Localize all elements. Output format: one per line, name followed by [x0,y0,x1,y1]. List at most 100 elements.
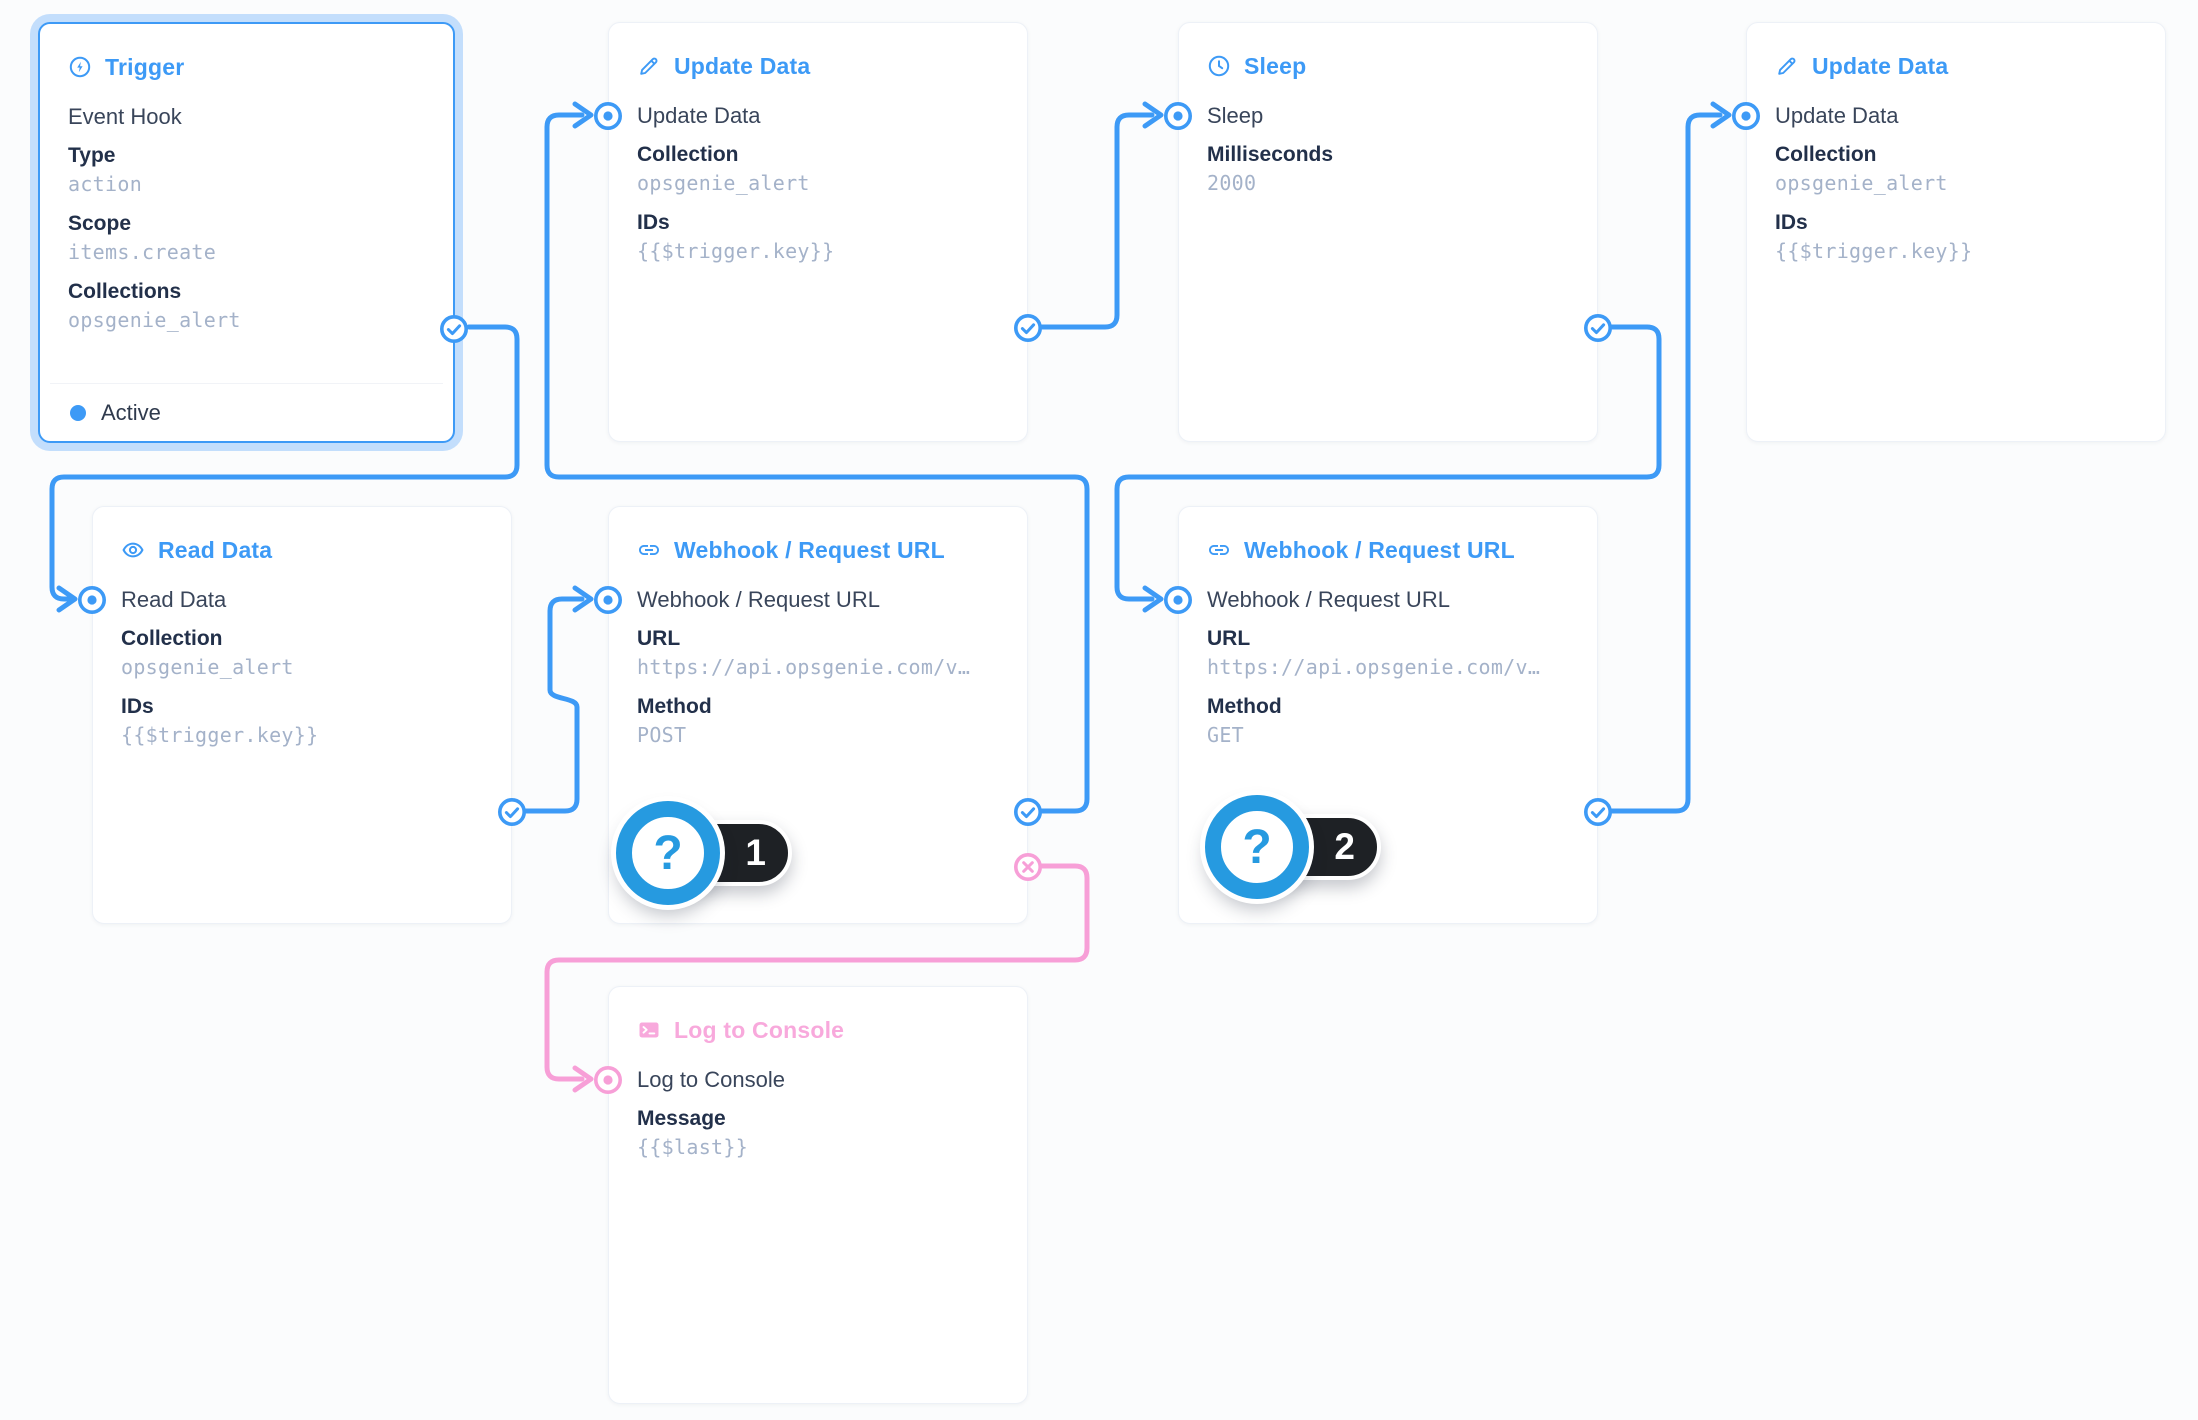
field: Type action [68,143,425,199]
field-label: Milliseconds [1207,143,1334,166]
field-label: IDs [637,211,670,234]
field-value: 2000 [1207,171,1257,195]
field-value: items.create [68,240,217,264]
field: Scope items.create [68,211,425,267]
node-update-data-1[interactable]: Update Data Update Data Collection opsge… [594,22,1042,442]
question-mark-icon[interactable]: ? [616,801,720,905]
field: Collection opsgenie_alert [1775,142,2137,198]
status-label: Active [101,399,161,425]
field-value: POST [637,723,687,747]
node-log-to-console[interactable]: Log to Console Log to Console Message {{… [594,986,1028,1404]
node-title: Webhook / Request URL [637,535,999,565]
field-label: Method [1207,695,1282,718]
node-title-label: Webhook / Request URL [1244,536,1515,563]
field-label: Collections [68,280,182,303]
field-value: https://api.opsgenie.com/v… [1207,655,1541,679]
node-title-label: Log to Console [674,1016,845,1043]
input-port[interactable] [592,1064,624,1096]
node-read-data[interactable]: Read Data Read Data Collection opsgenie_… [78,506,526,924]
resolve-port[interactable] [1012,312,1044,344]
input-port[interactable] [1730,100,1762,132]
node-title-label: Read Data [158,536,273,563]
field-label: Message [637,1107,726,1130]
field: Message {{$last}} [637,1106,999,1162]
field: Collections opsgenie_alert [68,279,425,335]
field: URL https://api.opsgenie.com/v… [637,626,999,682]
node-name: Event Hook [68,104,182,129]
bolt-circle-icon [68,55,92,79]
edge-webhook2-to-update2 [1609,101,1732,814]
field-value: opsgenie_alert [1775,171,1948,195]
pencil-icon [1775,54,1799,78]
question-mark-icon[interactable]: ? [1205,795,1309,899]
field-value: https://api.opsgenie.com/v… [637,655,971,679]
input-port[interactable] [1162,100,1194,132]
field-value: opsgenie_alert [68,308,241,332]
node-update-data-2[interactable]: Update Data Update Data Collection opsge… [1732,22,2166,442]
node-name: Update Data [637,103,761,128]
node-title-label: Update Data [1812,52,1949,79]
field: URL https://api.opsgenie.com/v… [1207,626,1569,682]
node-title: Log to Console [637,1015,999,1045]
node-title-label: Trigger [105,53,185,80]
field: IDs {{$trigger.key}} [121,694,483,750]
reject-port[interactable] [1012,851,1044,883]
terminal-icon [637,1018,661,1042]
field-label: Collection [1775,143,1877,166]
field-value: {{$trigger.key}} [637,239,835,263]
resolve-port[interactable] [438,313,470,345]
field-label: URL [637,627,681,650]
edge-read-data-to-webhook1 [523,585,594,814]
field-value: opsgenie_alert [637,171,810,195]
input-port[interactable] [592,100,624,132]
link-icon [637,538,661,562]
link-icon [1207,538,1231,562]
field: Collection opsgenie_alert [121,626,483,682]
field: Method POST [637,694,999,750]
input-port[interactable] [1162,584,1194,616]
node-name: Webhook / Request URL [637,587,880,612]
field-label: IDs [121,695,154,718]
resolve-port[interactable] [1012,796,1044,828]
node-name: Log to Console [637,1067,785,1092]
trigger-status-bar: Active [50,383,443,441]
clock-icon [1207,54,1231,78]
node-title: Sleep [1207,51,1569,81]
node-title: Trigger [68,52,425,82]
field: Collection opsgenie_alert [637,142,999,198]
resolve-port[interactable] [1582,312,1614,344]
resolve-port[interactable] [496,796,528,828]
resolve-port[interactable] [1582,796,1614,828]
field-value: {{$trigger.key}} [1775,239,1973,263]
field-value: GET [1207,723,1245,747]
input-port[interactable] [76,584,108,616]
field: IDs {{$trigger.key}} [1775,210,2137,266]
node-sleep[interactable]: Sleep Sleep Milliseconds 2000 [1164,22,1612,442]
field-value: {{$trigger.key}} [121,723,319,747]
field-value: opsgenie_alert [121,655,294,679]
field-label: Scope [68,212,132,235]
input-port[interactable] [592,584,624,616]
field-label: Collection [121,627,223,650]
node-title: Update Data [1775,51,2137,81]
field-label: Type [68,144,116,167]
field-label: IDs [1775,211,1808,234]
edge-update1-to-sleep [1039,101,1164,330]
node-title: Read Data [121,535,483,565]
node-name: Sleep [1207,103,1264,128]
field: Method GET [1207,694,1569,750]
field: IDs {{$trigger.key}} [637,210,999,266]
field-value: {{$last}} [637,1135,749,1159]
node-name: Update Data [1775,103,1899,128]
field-label: URL [1207,627,1251,650]
field-label: Method [637,695,712,718]
node-title-label: Sleep [1244,52,1307,79]
active-status-dot [70,404,86,421]
node-title: Webhook / Request URL [1207,535,1569,565]
node-title-label: Webhook / Request URL [674,536,945,563]
node-title: Update Data [637,51,999,81]
node-trigger[interactable]: Trigger Event Hook Type action Scope ite… [38,22,468,443]
pencil-icon [637,54,661,78]
field: Milliseconds 2000 [1207,142,1569,198]
